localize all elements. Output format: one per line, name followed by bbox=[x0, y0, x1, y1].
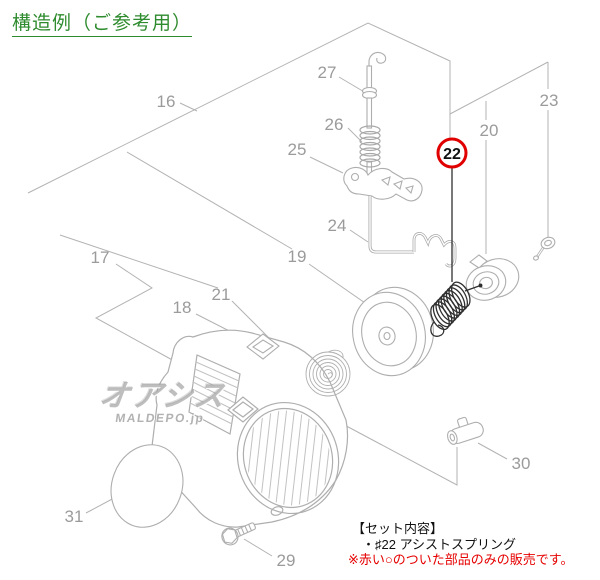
leader-line bbox=[94, 263, 177, 363]
part-26-tension-spring bbox=[359, 125, 381, 168]
louver-panel bbox=[188, 354, 241, 435]
part-label-23: 23 bbox=[540, 91, 559, 110]
page-title: 構造例（ご参考用） bbox=[12, 8, 193, 37]
part-labels: 16 17 18 19 20 21 23 24 25 26 27 29 30 3… bbox=[65, 63, 559, 570]
grille-ring-inner bbox=[242, 407, 334, 509]
part-29-screw bbox=[221, 522, 256, 546]
part-19-wire-guide bbox=[412, 232, 457, 268]
highlight-part-label: 22 bbox=[443, 146, 461, 163]
part-21-spiral-spring bbox=[305, 349, 351, 397]
leader-line bbox=[309, 156, 344, 174]
part-24-link-wire bbox=[368, 196, 414, 254]
housing-square-hole-inner bbox=[231, 401, 255, 418]
part-31-cover bbox=[110, 444, 184, 528]
leader-line bbox=[349, 229, 369, 243]
part-label-30: 30 bbox=[512, 454, 531, 473]
part-label-29: 29 bbox=[277, 551, 296, 570]
part-18-square-retainer bbox=[246, 333, 280, 360]
leader-line bbox=[449, 61, 549, 115]
part-label-26: 26 bbox=[325, 115, 344, 134]
red-parts-note: ※赤い○のついた部品のみの販売です。 bbox=[348, 552, 574, 567]
highlight-badge: 22 bbox=[436, 137, 468, 169]
leader-line bbox=[126, 151, 293, 250]
part-label-24: 24 bbox=[328, 216, 347, 235]
grille-ring bbox=[236, 401, 340, 515]
leader-line bbox=[27, 22, 451, 194]
part-22-assist-spring bbox=[430, 168, 483, 337]
part-label-18: 18 bbox=[173, 298, 192, 317]
part-label-27: 27 bbox=[318, 63, 337, 82]
red-highlight-circle bbox=[436, 137, 468, 169]
leader-line bbox=[347, 127, 363, 143]
part-label-20: 20 bbox=[480, 121, 499, 140]
part-label-19: 19 bbox=[288, 247, 307, 266]
louver-slats-upper bbox=[189, 361, 240, 425]
leader-line bbox=[85, 496, 117, 514]
part-label-17: 17 bbox=[91, 248, 110, 267]
starter-pulley bbox=[352, 286, 434, 377]
leader-line bbox=[59, 234, 219, 289]
part-20-drum bbox=[465, 254, 520, 301]
part-label-25: 25 bbox=[288, 140, 307, 159]
housing-square-hole bbox=[227, 396, 259, 423]
leader-line bbox=[477, 442, 508, 460]
part-label-16: 16 bbox=[157, 92, 176, 111]
set-contents-block: 【セット内容】 ・♯22 アシストスプリング ※赤い○のついた部品のみの販売です… bbox=[348, 521, 598, 568]
leader-line bbox=[321, 412, 458, 486]
set-contents-item: ・♯22 アシストスプリング bbox=[362, 536, 517, 552]
leader-line bbox=[243, 538, 273, 557]
part-label-21: 21 bbox=[212, 285, 231, 304]
set-contents-heading: 【セット内容】 bbox=[352, 521, 444, 536]
housing-foot-hole bbox=[270, 506, 284, 516]
part-25-lever bbox=[343, 166, 423, 202]
part-label-31: 31 bbox=[65, 507, 84, 526]
starter-housing bbox=[151, 329, 349, 528]
leader-line bbox=[338, 76, 367, 94]
part-30-pawl bbox=[446, 416, 484, 445]
leader-line bbox=[179, 102, 198, 112]
part-23-pin bbox=[533, 236, 556, 261]
